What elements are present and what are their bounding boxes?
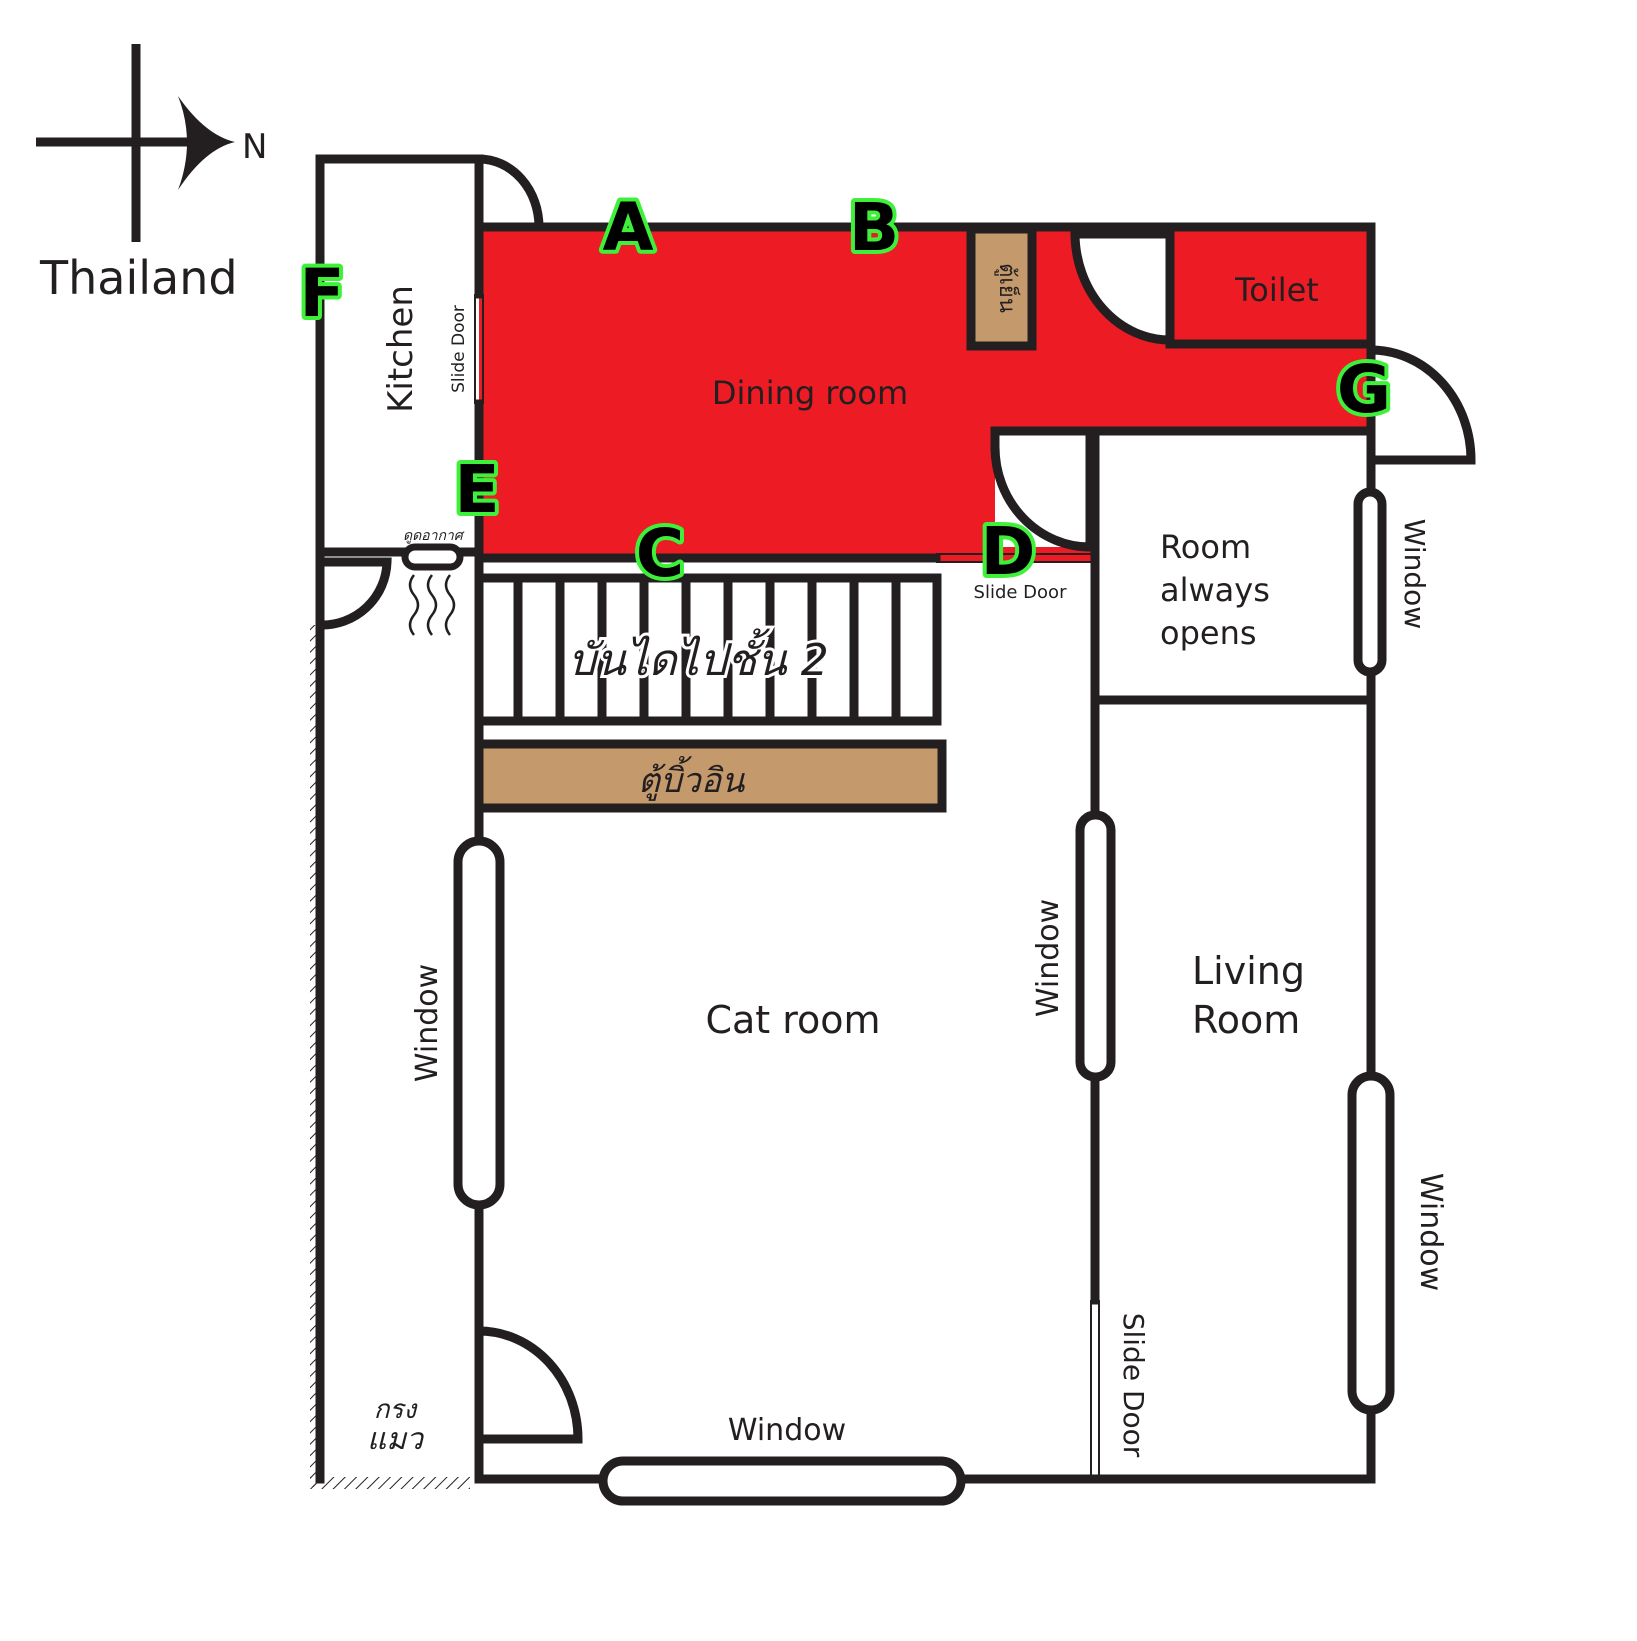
outdoor-hatch-bottom bbox=[310, 1477, 470, 1489]
window-east-lower-label: Window bbox=[1413, 1173, 1448, 1291]
outdoor-hatch-left bbox=[310, 625, 320, 1487]
air-vent: ดูดอากาศ bbox=[401, 528, 465, 636]
marker-f: F bbox=[299, 255, 344, 332]
marker-g: G bbox=[1337, 351, 1391, 428]
doors bbox=[315, 154, 1476, 1444]
tall-cabinet bbox=[966, 224, 1037, 351]
markers: A B C D E F G bbox=[295, 185, 1395, 596]
marker-d: D bbox=[981, 513, 1036, 590]
room-always-opens-line-3: opens bbox=[1160, 614, 1257, 652]
slide-doors bbox=[474, 294, 1100, 1479]
airflow-icon bbox=[408, 574, 420, 636]
toilet-label: Toilet bbox=[1234, 271, 1319, 309]
window-middle bbox=[1075, 810, 1116, 1082]
living-slide-door-label: Slide Door bbox=[1117, 1313, 1150, 1458]
kitchen-label: Kitchen bbox=[381, 285, 421, 413]
stairs-label: บันไดไปชั้น 2 bbox=[568, 628, 829, 686]
window-south-label: Window bbox=[728, 1413, 846, 1448]
windows bbox=[453, 487, 1395, 1506]
marker-c: C bbox=[636, 515, 684, 592]
window-east-upper bbox=[1353, 487, 1387, 677]
window-middle-label: Window bbox=[1031, 899, 1066, 1017]
staircase: บันไดไปชั้น 2 bbox=[474, 573, 942, 726]
living-room-line-2: Room bbox=[1192, 998, 1300, 1042]
cat-cage-label-line-1: กรง bbox=[374, 1395, 419, 1425]
built-in-cabinet-label: ตู้บิ้วอิน bbox=[638, 755, 745, 801]
room-always-opens-line-1: Room bbox=[1160, 528, 1251, 566]
window-west bbox=[453, 836, 505, 1210]
window-east-lower bbox=[1347, 1071, 1395, 1415]
cat-cage-label-line-2: แมว bbox=[367, 1422, 425, 1457]
marker-b: B bbox=[849, 189, 899, 266]
compass-rose: N Thailand bbox=[36, 44, 267, 305]
air-vent-label: ดูดอากาศ bbox=[403, 528, 465, 544]
slide-door-d-label: Slide Door bbox=[974, 582, 1068, 603]
window-east-upper-label: Window bbox=[1398, 519, 1431, 629]
window-west-label: Window bbox=[410, 964, 445, 1082]
kitchen-slide-door-label: Slide Door bbox=[449, 305, 469, 393]
cat-room-label: Cat room bbox=[705, 998, 880, 1042]
north-label: N bbox=[242, 127, 267, 167]
living-room-line-1: Living bbox=[1192, 949, 1305, 993]
country-label: Thailand bbox=[39, 251, 238, 305]
dining-room-label: Dining room bbox=[712, 374, 908, 412]
marker-a: A bbox=[602, 189, 653, 266]
room-always-opens-line-2: always bbox=[1160, 571, 1270, 609]
built-in-cabinet bbox=[474, 739, 947, 813]
north-arrow-icon bbox=[178, 96, 235, 190]
marker-e: E bbox=[454, 451, 499, 528]
tall-cabinet-label: ตู้เย็น bbox=[994, 263, 1022, 313]
window-south bbox=[598, 1456, 966, 1506]
